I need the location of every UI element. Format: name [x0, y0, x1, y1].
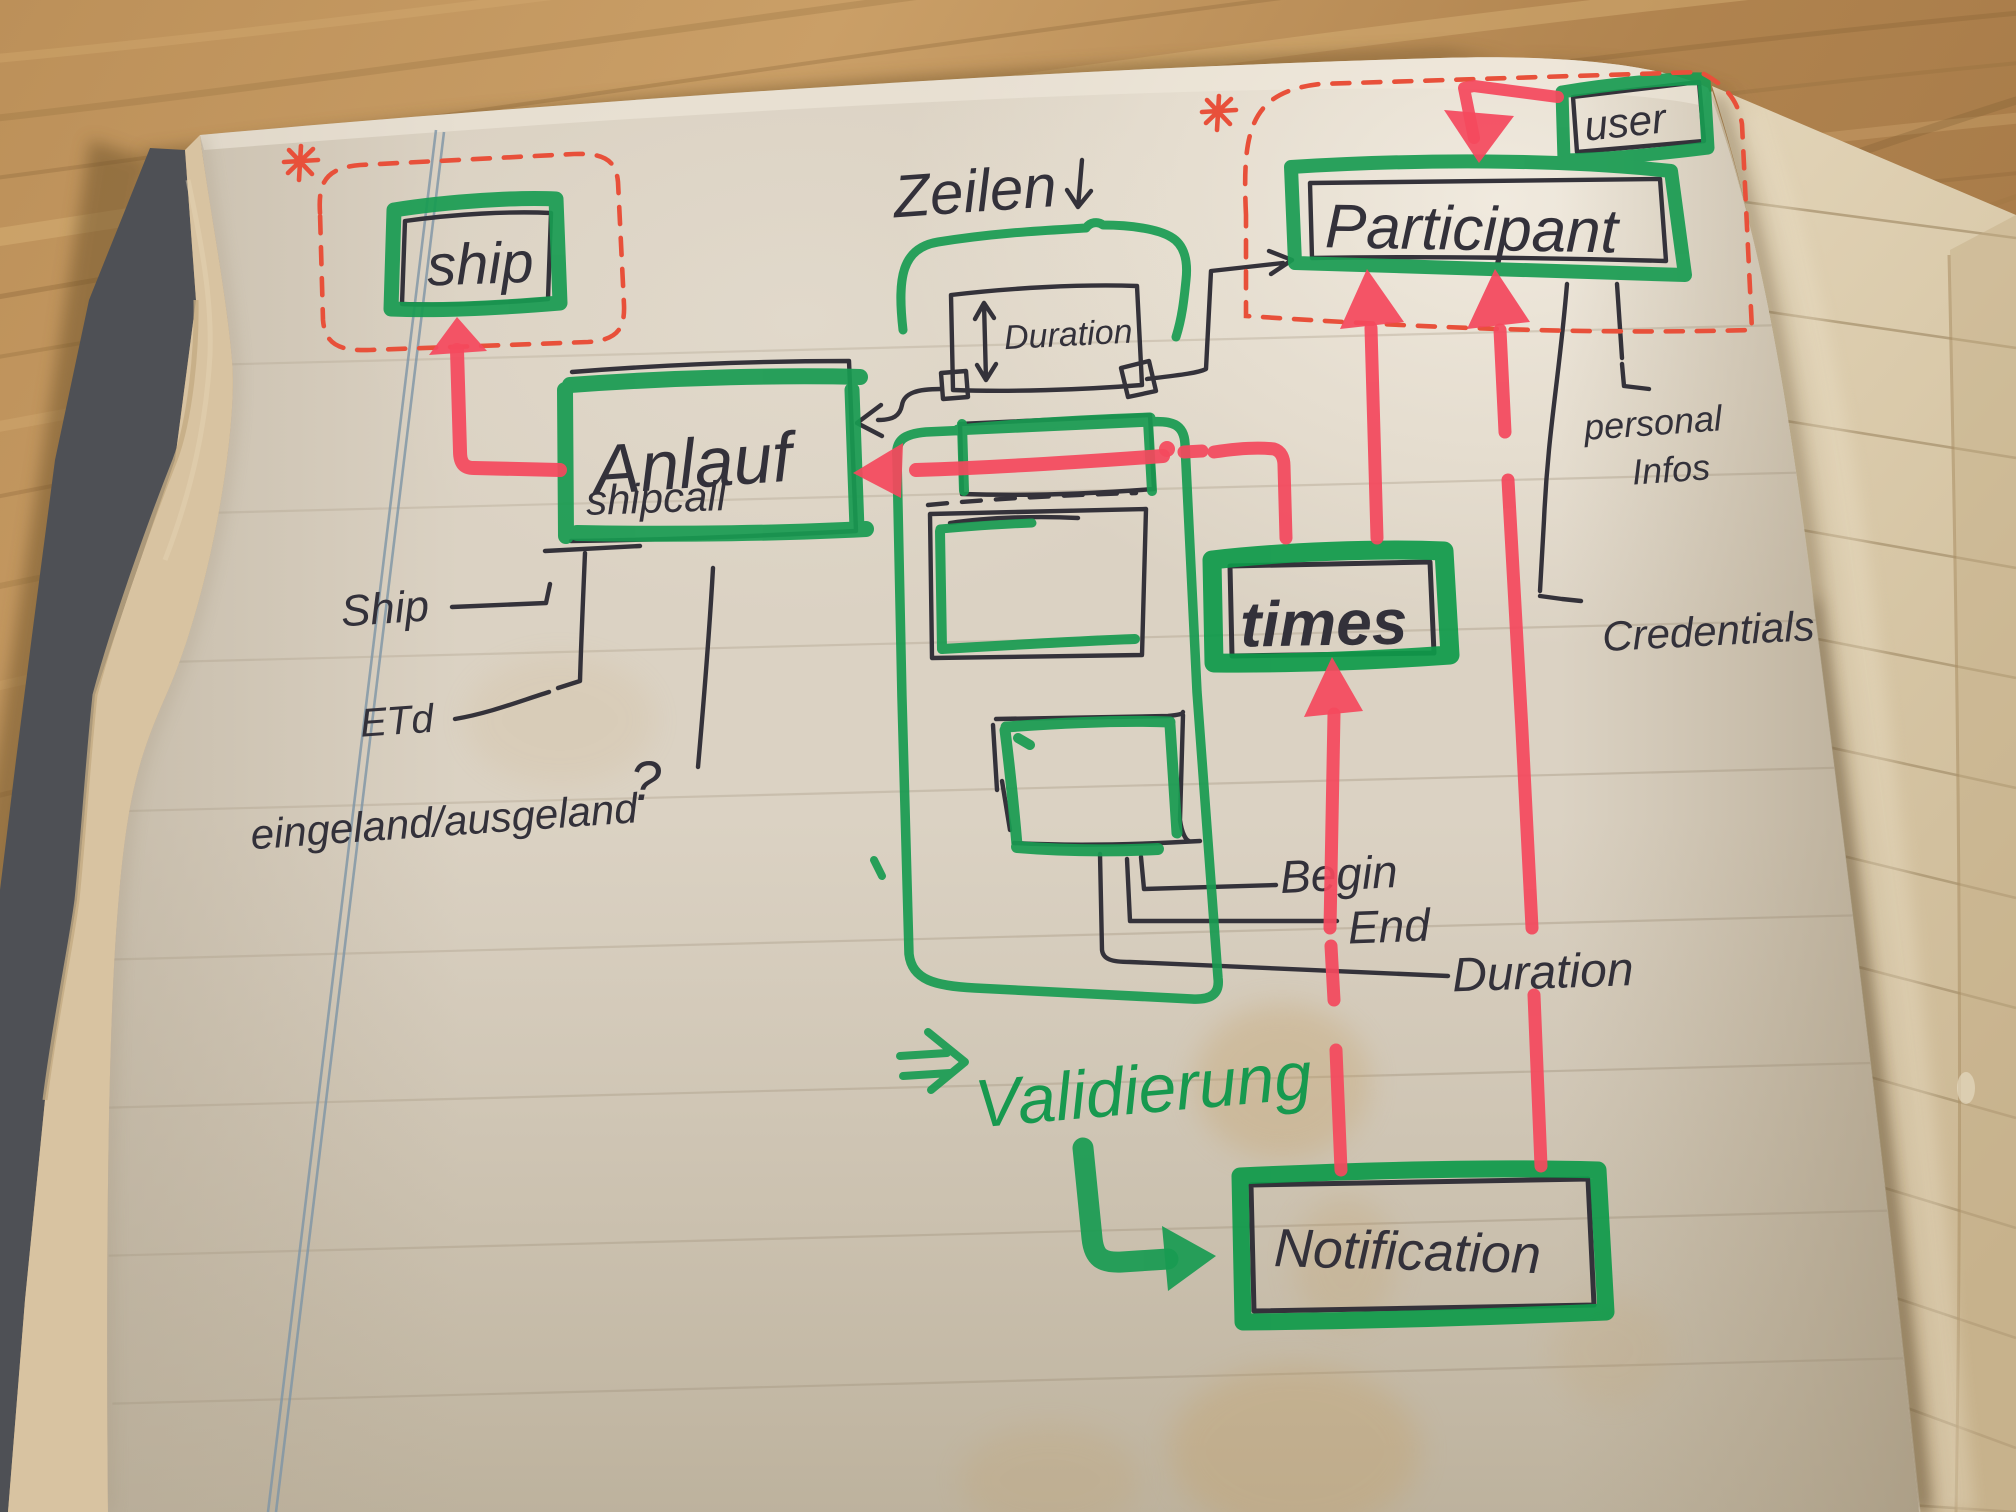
svg-text:Notification: Notification	[1273, 1218, 1542, 1285]
svg-text:times: times	[1240, 586, 1408, 661]
svg-text:Duration: Duration	[1451, 943, 1634, 1002]
svg-text:personal: personal	[1582, 397, 1725, 448]
svg-text:Participant: Participant	[1324, 192, 1621, 266]
svg-text:?: ?	[630, 749, 661, 812]
svg-text:Infos: Infos	[1631, 446, 1712, 492]
svg-text:Duration: Duration	[1003, 312, 1133, 357]
svg-text:shipcall: shipcall	[585, 472, 728, 524]
svg-text:ETd: ETd	[359, 697, 437, 746]
svg-text:Begin: Begin	[1279, 845, 1399, 903]
svg-text:ship: ship	[426, 230, 535, 299]
svg-text:Ship: Ship	[339, 581, 430, 636]
svg-text:Zeilen: Zeilen	[889, 152, 1059, 230]
svg-text:Anlauf: Anlauf	[587, 417, 801, 509]
svg-text:End: End	[1347, 899, 1432, 954]
svg-text:Credentials: Credentials	[1601, 602, 1816, 660]
svg-text:user: user	[1582, 94, 1670, 149]
